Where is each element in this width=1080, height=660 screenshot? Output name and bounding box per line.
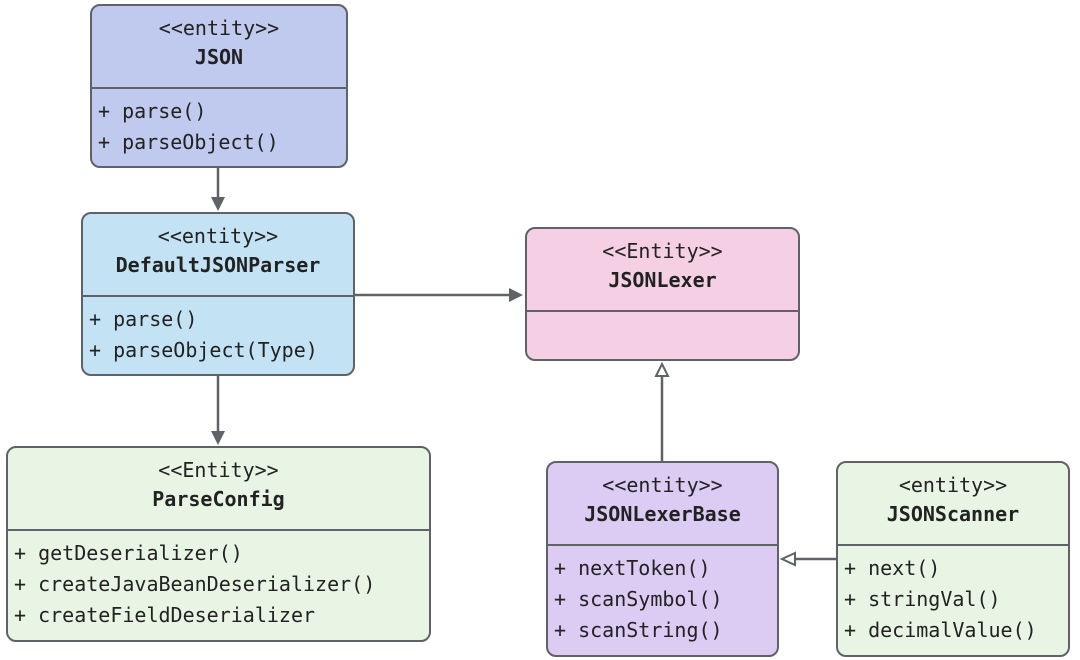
relation-lexerbase-extends-lexer bbox=[654, 361, 670, 461]
class-json-scanner[interactable]: <entity>> JSONScanner + next() + stringV… bbox=[836, 461, 1070, 657]
class-header: <<entity>> JSON bbox=[92, 6, 346, 89]
relation-parser-to-config bbox=[211, 376, 225, 445]
class-stereotype: <<entity>> bbox=[157, 224, 279, 248]
class-methods: + nextToken() + scanSymbol() + scanStrin… bbox=[548, 546, 777, 646]
class-header: <<Entity>> ParseConfig bbox=[8, 448, 429, 531]
method: + parse() bbox=[89, 307, 198, 331]
method: + createJavaBeanDeserializer() bbox=[14, 572, 376, 596]
method: + nextToken() bbox=[554, 556, 711, 580]
method: + getDeserializer() bbox=[14, 541, 243, 565]
class-name: JSON bbox=[194, 45, 244, 69]
method: + scanString() bbox=[554, 618, 723, 642]
class-methods bbox=[527, 312, 798, 319]
method: + next() bbox=[844, 556, 941, 580]
method: + parseObject(Type) bbox=[89, 338, 318, 362]
class-methods: + getDeserializer() + createJavaBeanDese… bbox=[8, 531, 429, 631]
class-methods: + parse() + parseObject() bbox=[92, 89, 346, 158]
class-stereotype: <<Entity>> bbox=[158, 458, 279, 482]
method: + scanSymbol() bbox=[554, 587, 723, 611]
class-json[interactable]: <<entity>> JSON + parse() + parseObject(… bbox=[90, 4, 348, 168]
class-stereotype: <entity>> bbox=[898, 473, 1008, 497]
method: + parseObject() bbox=[98, 130, 279, 154]
class-header: <<Entity>> JSONLexer bbox=[527, 229, 798, 312]
class-json-lexer-base[interactable]: <<entity>> JSONLexerBase + nextToken() +… bbox=[546, 461, 779, 657]
class-header: <entity>> JSONScanner bbox=[838, 463, 1068, 546]
method: + stringVal() bbox=[844, 587, 1001, 611]
class-stereotype: <<entity>> bbox=[602, 473, 723, 497]
relation-parser-to-lexer bbox=[355, 288, 523, 302]
class-name: JSONLexer bbox=[608, 268, 717, 292]
class-default-json-parser[interactable]: <<entity>> DefaultJSONParser + parse() +… bbox=[81, 212, 355, 376]
class-stereotype: <<entity>> bbox=[158, 16, 280, 40]
relation-json-to-parser bbox=[211, 168, 225, 211]
method: + parse() bbox=[98, 99, 207, 123]
relation-scanner-extends-lexerbase bbox=[779, 551, 836, 567]
class-methods: + parse() + parseObject(Type) bbox=[83, 297, 353, 366]
class-stereotype: <<Entity>> bbox=[602, 239, 723, 263]
class-name: DefaultJSONParser bbox=[115, 253, 321, 277]
class-name: JSONLexerBase bbox=[584, 502, 741, 526]
class-header: <<entity>> DefaultJSONParser bbox=[83, 214, 353, 297]
class-header: <<entity>> JSONLexerBase bbox=[548, 463, 777, 546]
class-name: JSONScanner bbox=[886, 502, 1020, 526]
class-methods: + next() + stringVal() + decimalValue() bbox=[838, 546, 1068, 646]
class-name: ParseConfig bbox=[152, 487, 285, 511]
method: + createFieldDeserializer bbox=[14, 603, 316, 627]
class-json-lexer[interactable]: <<Entity>> JSONLexer bbox=[525, 227, 800, 361]
method: + decimalValue() bbox=[844, 618, 1037, 642]
class-parse-config[interactable]: <<Entity>> ParseConfig + getDeserializer… bbox=[6, 446, 431, 642]
